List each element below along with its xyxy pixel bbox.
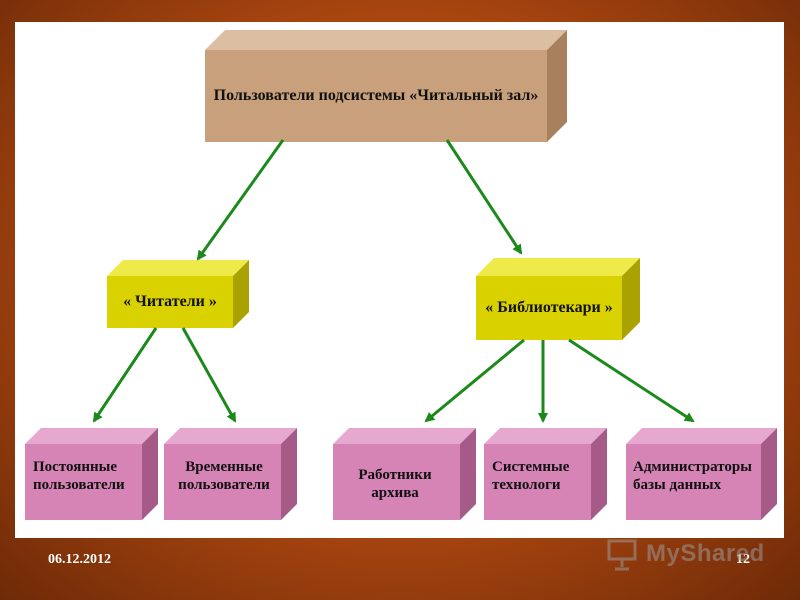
root-label: Пользователи подсистемы «Читальный зал» [213,87,539,105]
librarians-box [476,258,640,340]
db-administrators-box [626,428,777,520]
readers-box [107,260,249,328]
archive-workers-label: Работники архива [358,467,432,501]
archive-workers-box [333,428,476,520]
slide-date: 06.12.2012 [48,552,111,567]
watermark-text: MyShared [646,540,765,567]
root-box [205,30,567,142]
watermark: MyShared [606,536,765,572]
arrow-readers-to-permanent [92,327,158,423]
permanent-users-box [25,428,158,520]
slide-page-number: 12 [736,552,750,567]
system-technologists-label: Системные технологи [492,459,570,493]
temporary-users-box [164,428,297,520]
temporary-users-label: Временные пользователи [178,459,270,493]
arrow-root-to-librarians [445,139,523,255]
readers-label: « Читатели » [123,293,217,311]
arrow-librarians-to-archive [424,338,525,423]
librarians-label: « Библиотекари » [485,299,613,317]
system-technologists-box [484,428,607,520]
presentation-board-icon [607,539,637,571]
arrow-root-to-readers [196,139,285,261]
db-administrators-label: Администраторы базы данных [633,459,752,493]
permanent-users-label: Постоянные пользователи [33,459,125,493]
arrow-librarians-to-administrators [568,338,695,423]
arrow-readers-to-temporary [181,327,237,423]
